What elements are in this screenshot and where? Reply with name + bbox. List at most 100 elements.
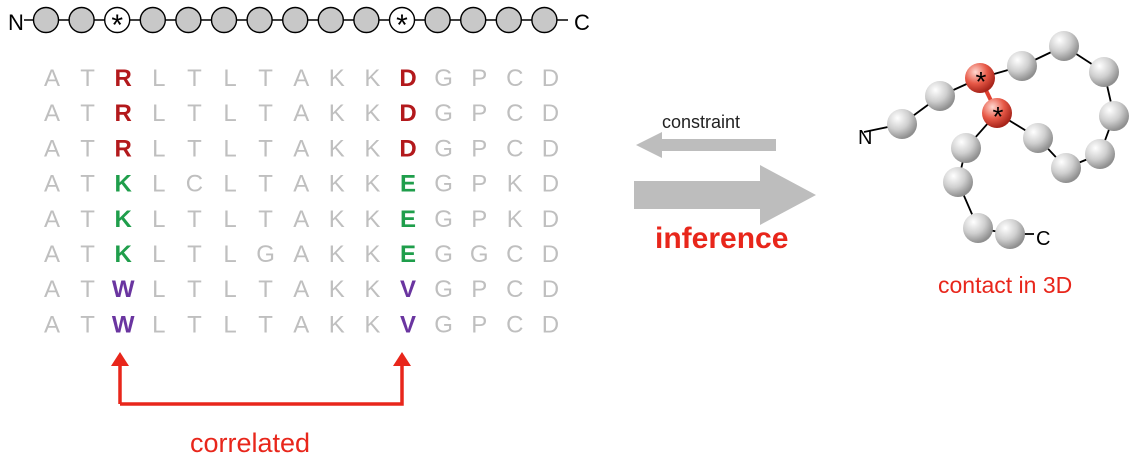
bracket-path <box>118 356 404 406</box>
residue: K <box>329 135 345 162</box>
chain-bead <box>460 6 487 34</box>
residue: K <box>364 100 380 127</box>
residue: L <box>152 171 165 198</box>
residue: D <box>399 100 416 127</box>
bracket-left-arrowhead <box>111 352 129 366</box>
residue: C <box>186 171 203 198</box>
correlated-label: correlated <box>190 428 311 458</box>
residue: T <box>80 100 95 127</box>
structure-bead <box>995 219 1025 249</box>
residue: D <box>542 276 559 303</box>
residue: D <box>399 65 416 92</box>
residue: L <box>223 171 236 198</box>
residue: T <box>80 135 95 162</box>
structure-beads: ** <box>887 31 1129 249</box>
residue: T <box>187 100 202 127</box>
structure-bead <box>1089 57 1119 87</box>
chain-beads: ** <box>32 6 558 42</box>
residue: D <box>542 100 559 127</box>
residue: K <box>329 241 345 268</box>
residue: C <box>506 100 523 127</box>
residue: C <box>506 276 523 303</box>
residue: P <box>471 206 487 233</box>
correlation-bracket <box>111 352 411 406</box>
structure-bead <box>925 81 955 111</box>
residue: T <box>258 135 273 162</box>
residue: K <box>364 135 380 162</box>
residue: A <box>44 171 60 198</box>
residue: K <box>364 206 380 233</box>
residue: T <box>258 206 273 233</box>
residue: D <box>542 206 559 233</box>
residue: P <box>471 100 487 127</box>
chain-n-label: N <box>8 10 24 35</box>
residue: E <box>400 171 416 198</box>
structure-caption: contact in 3D <box>938 272 1073 298</box>
residue: T <box>258 311 273 338</box>
residue: P <box>471 311 487 338</box>
structure-bead <box>943 167 973 197</box>
residue: E <box>400 206 416 233</box>
chain-bead <box>32 6 60 34</box>
chain-bead <box>246 6 273 34</box>
residue: L <box>152 241 165 268</box>
residue: K <box>329 206 345 233</box>
residue: T <box>187 135 202 162</box>
residue: D <box>399 135 416 162</box>
constraint-label: constraint <box>662 112 741 132</box>
chain-c-label: C <box>574 10 590 35</box>
residue: A <box>293 135 309 162</box>
residue: D <box>542 241 559 268</box>
residue: L <box>152 135 165 162</box>
structure-bead <box>1085 139 1115 169</box>
residue: G <box>434 171 453 198</box>
residue: K <box>329 100 345 127</box>
residue: L <box>152 311 165 338</box>
chain-bead <box>68 6 95 34</box>
residue: D <box>542 171 559 198</box>
residue: A <box>44 276 60 303</box>
residue: T <box>187 276 202 303</box>
residue: K <box>329 171 345 198</box>
residue: A <box>293 65 309 92</box>
residue: G <box>434 100 453 127</box>
residue: T <box>258 100 273 127</box>
contact-marker: * <box>976 66 987 97</box>
residue: A <box>44 311 60 338</box>
residue: C <box>506 311 523 338</box>
chain-marker: * <box>396 9 408 42</box>
residue: L <box>223 135 236 162</box>
residue: G <box>256 241 275 268</box>
contact-bead <box>982 98 1012 128</box>
residue: K <box>364 311 380 338</box>
structure-bead <box>1049 31 1079 61</box>
residue: C <box>506 65 523 92</box>
residue: W <box>112 311 135 338</box>
chain-bead <box>531 6 558 34</box>
residue: K <box>329 311 345 338</box>
structure-3d: ** N C <box>858 31 1129 250</box>
residue: K <box>364 241 380 268</box>
residue: L <box>223 241 236 268</box>
residue: K <box>507 206 523 233</box>
residue: K <box>364 171 380 198</box>
chain-bead <box>317 6 344 34</box>
structure-n-label: N <box>858 127 872 149</box>
residue: G <box>434 276 453 303</box>
residue: L <box>223 311 236 338</box>
residue: K <box>115 171 133 198</box>
inference-label: inference <box>655 222 789 255</box>
structure-bead <box>1023 123 1053 153</box>
residue: T <box>187 65 202 92</box>
residue: G <box>434 206 453 233</box>
residue: L <box>152 206 165 233</box>
residue: A <box>44 206 60 233</box>
chain-bead <box>495 6 522 34</box>
residue: K <box>364 65 380 92</box>
residue: W <box>112 276 135 303</box>
residue: T <box>187 206 202 233</box>
residue: P <box>471 135 487 162</box>
residue: G <box>434 135 453 162</box>
